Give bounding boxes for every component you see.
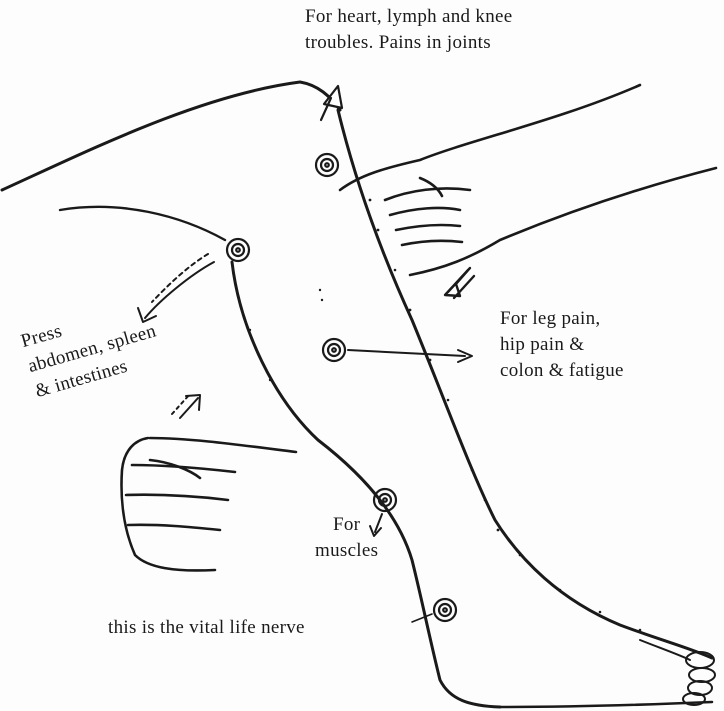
label-heart-lymph-knee-line2: troubles. Pains in joints — [305, 30, 512, 56]
shin-outline — [338, 110, 712, 658]
label-heart-lymph-knee-line1: For heart, lymph and knee — [305, 4, 512, 30]
label-muscles: For muscles — [315, 512, 378, 564]
pressure-point-ankle — [434, 599, 456, 621]
shading-dots — [249, 199, 642, 632]
label-muscles-line1: For — [315, 512, 378, 538]
label-heart-lymph-knee: For heart, lymph and knee troubles. Pain… — [305, 4, 512, 56]
label-leg-hip-colon-line3: colon & fatigue — [500, 358, 624, 384]
helper-hand-right — [340, 85, 716, 275]
sole-outline — [500, 702, 712, 707]
helper-hand-left — [122, 438, 296, 570]
arrow-shin-to-label — [348, 350, 472, 362]
label-muscles-line2: muscles — [315, 538, 378, 564]
label-leg-hip-colon: For leg pain, hip pain & colon & fatigue — [500, 306, 624, 384]
label-vital-nerve-text: this is the vital life nerve — [108, 615, 305, 641]
pressure-point-knee — [316, 154, 338, 176]
label-vital-nerve: this is the vital life nerve — [108, 615, 305, 641]
arrow-press-hand — [172, 394, 200, 418]
toes — [640, 640, 715, 705]
pressure-point-shin — [323, 339, 345, 361]
nerve-pointer — [412, 614, 432, 622]
label-leg-hip-colon-line1: For leg pain, — [500, 306, 624, 332]
thigh-outline — [2, 82, 340, 190]
thigh-underside — [60, 207, 225, 240]
label-leg-hip-colon-line2: hip pain & — [500, 332, 624, 358]
pressure-point-inner-knee — [227, 239, 249, 261]
arrow-into-leg — [445, 268, 474, 298]
